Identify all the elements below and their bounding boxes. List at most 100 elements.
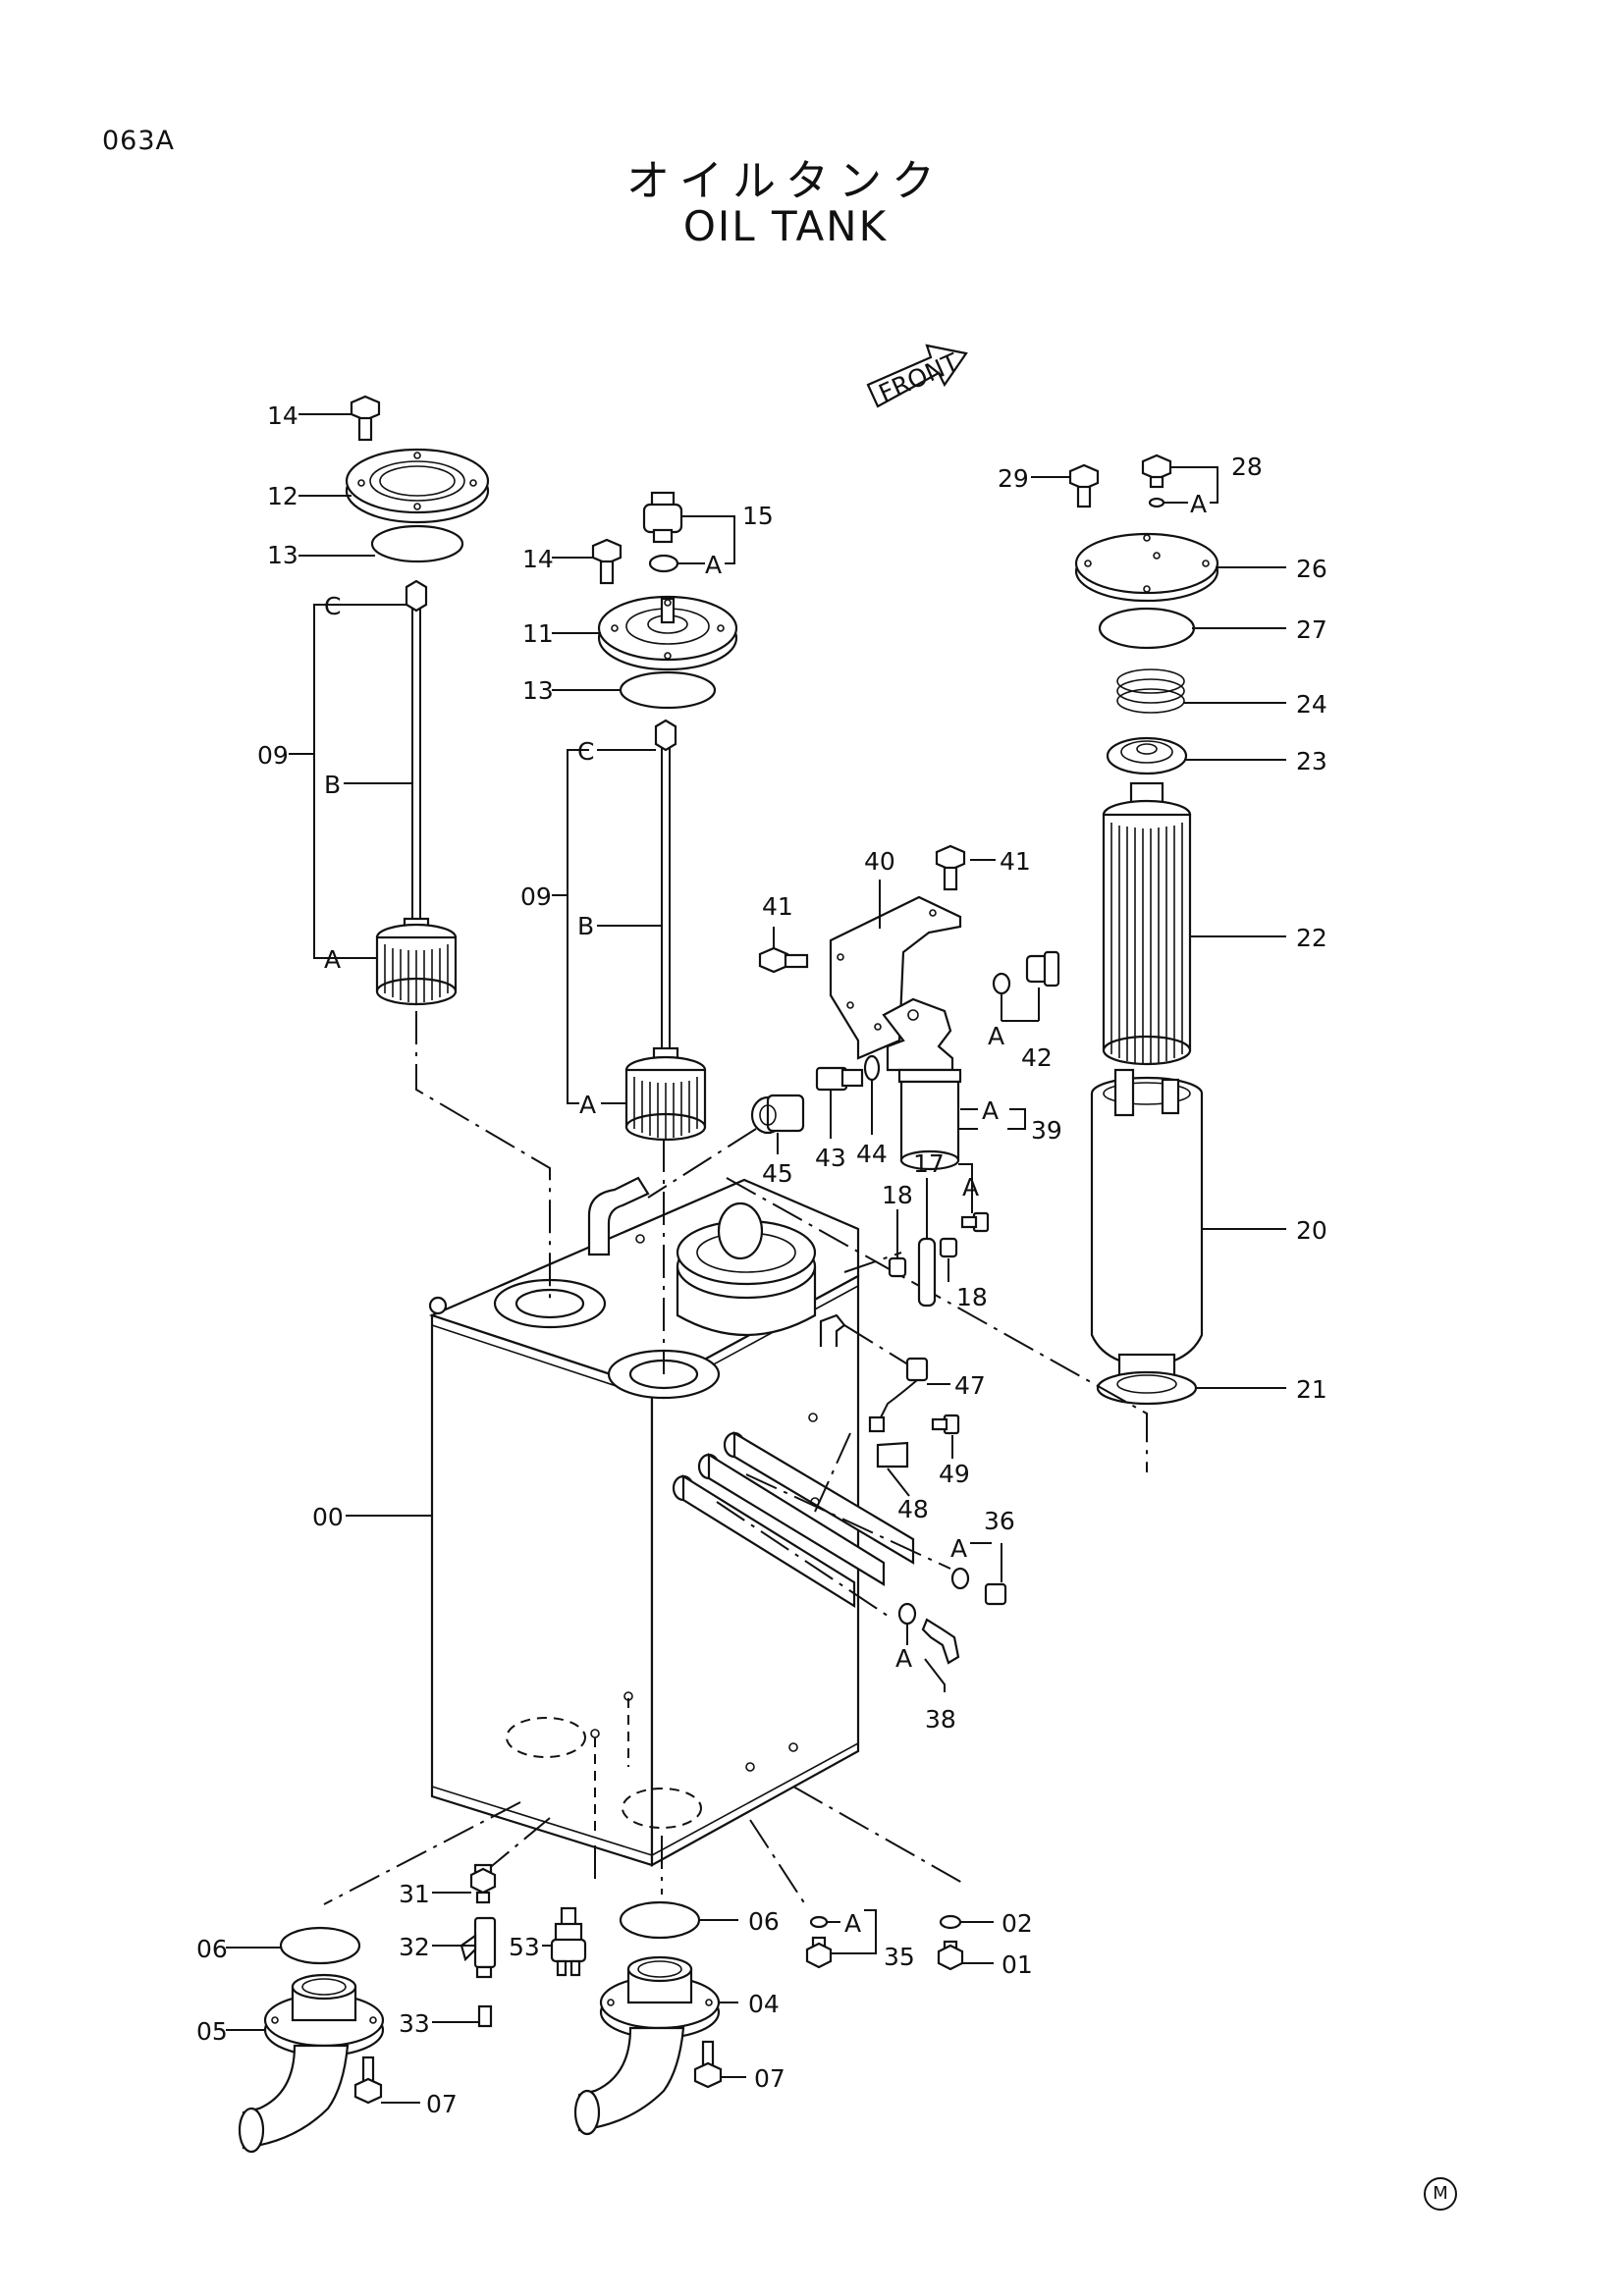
valve-32 <box>460 1916 497 1979</box>
bolt-41-left <box>758 946 809 974</box>
callout-00: 00 <box>312 1503 344 1531</box>
valve-53 <box>550 1906 587 1977</box>
callout-18: 18 <box>882 1181 913 1209</box>
bolt-07-right <box>693 2040 723 2089</box>
suction-pipe-04 <box>573 1955 721 2136</box>
elbow-38 <box>897 1602 960 1665</box>
filter-39 <box>882 997 962 1171</box>
plug-35 <box>805 1915 833 1969</box>
callout-09: 09 <box>520 882 552 911</box>
gasket-13-center <box>619 670 717 710</box>
callout-05: 05 <box>196 2017 228 2046</box>
plug-33 <box>477 2004 493 2028</box>
page-code: 063A <box>102 126 176 156</box>
return-filter-assembly <box>1031 454 1286 1406</box>
callout-07: 07 <box>754 2064 785 2093</box>
callout-36: 36 <box>984 1507 1015 1535</box>
strainer-09-center <box>624 719 707 1142</box>
strainer-09-left <box>375 579 458 1006</box>
callout-14: 14 <box>267 401 298 430</box>
corner-mark: M <box>1424 2177 1457 2211</box>
callout-23: 23 <box>1296 747 1327 775</box>
oil-tank-00 <box>428 1176 915 1867</box>
washer-02 <box>939 1914 962 1930</box>
callout-13: 13 <box>522 676 554 705</box>
bolt-14-left <box>350 395 381 442</box>
bolt-49 <box>931 1414 960 1435</box>
spring-24 <box>1116 668 1185 714</box>
callout-09: 09 <box>257 741 289 770</box>
callout-33: 33 <box>399 2009 430 2038</box>
callout-38: 38 <box>925 1705 956 1734</box>
left-strainer-assembly <box>289 395 490 1006</box>
nut-18-left <box>888 1256 907 1278</box>
callout-11: 11 <box>522 619 554 648</box>
callout-15: 15 <box>742 502 774 530</box>
filter-element-22 <box>1102 781 1192 1066</box>
suction-pipe-05 <box>238 1973 385 2154</box>
callout-06: 06 <box>196 1935 228 1963</box>
fitting-43 <box>815 1066 864 1092</box>
callout-18: 18 <box>956 1283 988 1311</box>
level-switch-assembly <box>868 1163 1007 1692</box>
plug-15 <box>642 491 683 544</box>
callout-13: 13 <box>267 541 298 569</box>
callout-26: 26 <box>1296 555 1327 583</box>
callout-49: 49 <box>939 1460 970 1488</box>
callout-48: 48 <box>897 1495 929 1523</box>
seat-21 <box>1096 1353 1198 1406</box>
callout-22: 22 <box>1296 924 1327 952</box>
front-arrow-label: FRONT <box>875 347 963 408</box>
o-ring-44 <box>863 1054 881 1082</box>
front-arrow: FRONT <box>866 344 968 408</box>
callout-47: 47 <box>954 1371 986 1400</box>
o-ring-28 <box>1148 497 1165 508</box>
tank-filter-housing <box>676 1201 817 1336</box>
tank-return-pipe <box>587 1176 650 1256</box>
callout-53: 53 <box>509 1933 540 1961</box>
plate-17 <box>917 1237 937 1308</box>
bolt-14-center <box>591 538 623 585</box>
flange-11 <box>597 595 738 671</box>
callout-09-C: C <box>324 592 341 620</box>
gasket-06-right <box>619 1900 701 1940</box>
callout-04: 04 <box>748 1990 780 2018</box>
tank-port-left <box>493 1278 607 1329</box>
callout-28-A: A <box>1190 490 1207 518</box>
gasket-13-left <box>370 524 464 563</box>
tank-clip <box>819 1313 846 1347</box>
callout-41: 41 <box>1000 847 1031 876</box>
center-strainer-assembly <box>552 491 738 1142</box>
callout-21: 21 <box>1296 1375 1327 1404</box>
cover-26 <box>1074 532 1219 603</box>
plug-28 <box>1141 454 1172 489</box>
callout-07: 07 <box>426 2090 458 2118</box>
title-english: OIL TANK <box>682 202 889 250</box>
fitting-31 <box>469 1863 497 1904</box>
callout-15-A: A <box>705 551 722 579</box>
callout-29: 29 <box>998 464 1029 493</box>
bracket-40 <box>829 895 962 1060</box>
callout-09-A: A <box>579 1091 596 1119</box>
title-japanese: オイルタンク <box>626 156 945 206</box>
callout-31: 31 <box>399 1880 430 1908</box>
callout-45: 45 <box>762 1159 793 1188</box>
bolt-07-left <box>353 2056 383 2105</box>
callout-42-A: A <box>988 1022 1004 1050</box>
callout-09-C: C <box>577 737 594 766</box>
callout-09-B: B <box>577 912 594 940</box>
assembly-center-lines <box>323 1011 1148 1905</box>
callout-17: 17 <box>913 1149 945 1178</box>
callout-40: 40 <box>864 847 895 876</box>
callout-12: 12 <box>267 482 298 510</box>
gasket-27 <box>1098 607 1196 650</box>
bolt-01 <box>937 1940 964 1971</box>
gasket-06-left <box>279 1926 361 1965</box>
elbow-45 <box>750 1094 805 1135</box>
callout-42: 42 <box>1021 1043 1053 1072</box>
callout-06: 06 <box>748 1907 780 1936</box>
callout-39-A: A <box>982 1096 999 1125</box>
callout-24: 24 <box>1296 690 1327 719</box>
